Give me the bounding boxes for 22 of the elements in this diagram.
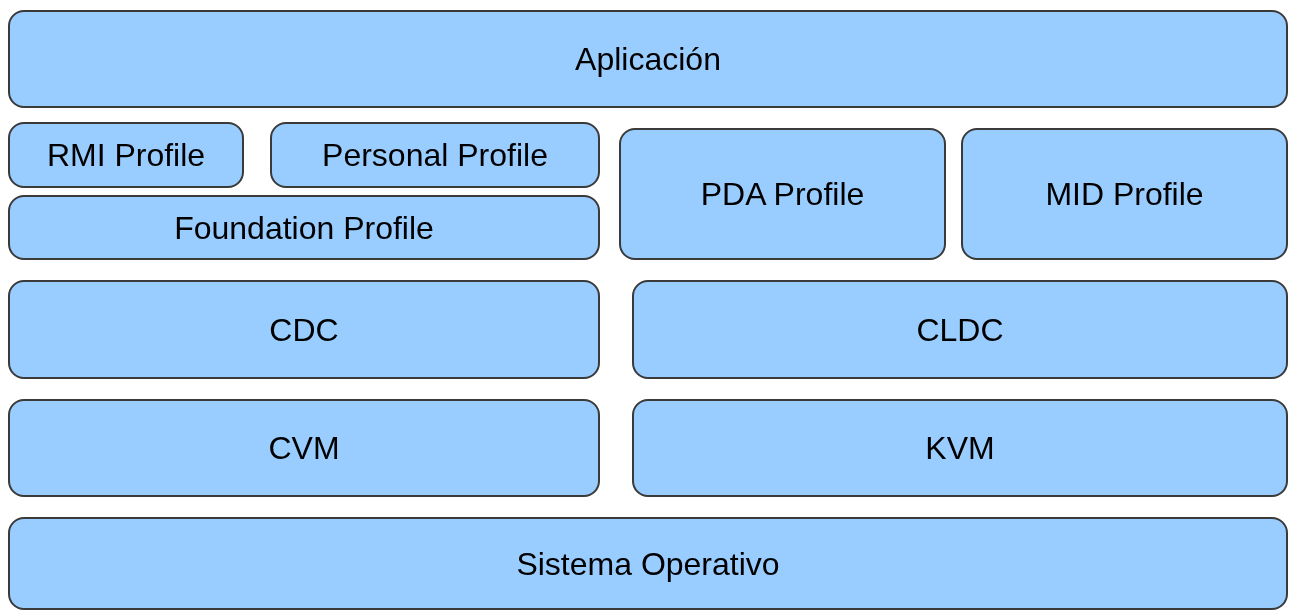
layer-label: Personal Profile bbox=[322, 136, 548, 175]
layer-label: MID Profile bbox=[1045, 175, 1204, 214]
layer-label: Foundation Profile bbox=[174, 208, 434, 248]
layer-label: Aplicación bbox=[575, 40, 721, 79]
layer-box bbox=[632, 280, 1288, 379]
layer-box bbox=[961, 128, 1288, 260]
layer-label: Sistema Operativo bbox=[516, 544, 780, 584]
layer-label: CDC bbox=[269, 310, 339, 350]
layer-box bbox=[270, 122, 600, 188]
layer-box bbox=[8, 10, 1288, 108]
layer-label: PDA Profile bbox=[700, 175, 865, 214]
layer-label: RMI Profile bbox=[46, 136, 206, 175]
layer-label: KVM bbox=[925, 429, 995, 468]
layer-box bbox=[8, 399, 600, 497]
layer-box bbox=[8, 280, 600, 379]
layer-box bbox=[8, 517, 1288, 610]
layer-label: CLDC bbox=[916, 310, 1004, 350]
layer-label: CVM bbox=[268, 429, 340, 468]
layer-box bbox=[619, 128, 946, 260]
layer-box bbox=[8, 195, 600, 260]
layer-box bbox=[632, 399, 1288, 497]
layer-box bbox=[8, 122, 244, 188]
